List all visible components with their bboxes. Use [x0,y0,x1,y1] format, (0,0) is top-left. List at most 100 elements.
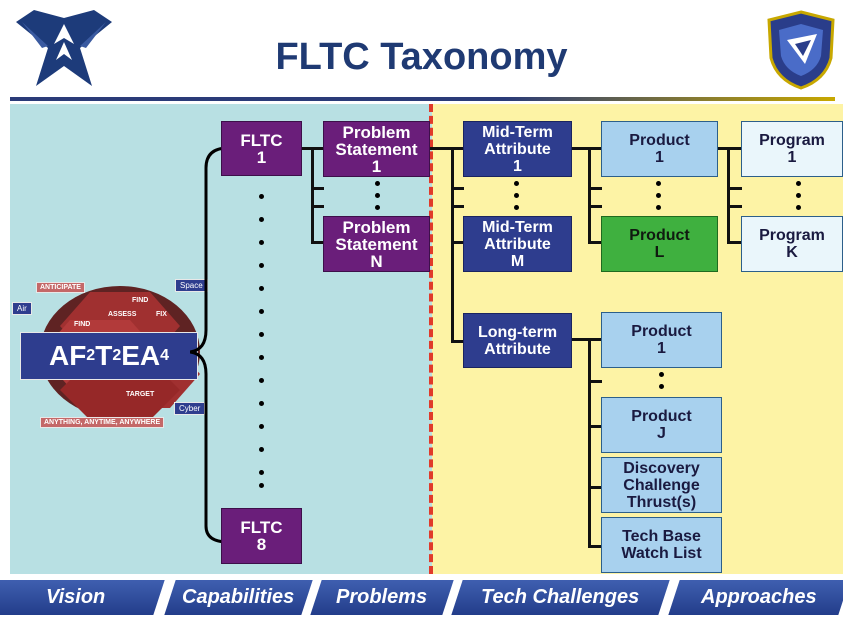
air-tag: Air [12,302,32,315]
product-1-line2: 1 [655,149,664,166]
connector [588,147,591,244]
tab-problems-label: Problems [336,586,428,608]
tab-vision-label: Vision [45,586,106,608]
anticipate-tag: ANTICIPATE [36,282,85,293]
tab-tech-challenges[interactable]: Tech Challenges [451,580,670,615]
assess-label: ASSESS [108,311,137,318]
acronym-sup2: 2 [112,347,122,364]
connector [727,241,742,244]
connector [572,147,602,150]
problem-n-line1: Problem [342,217,411,237]
program-k-line2: K [786,244,798,261]
product-1: Product 1 [601,121,718,177]
long-product-1-line1: Product [631,323,692,340]
mid-m-line1: Mid-Term [482,218,553,236]
discovery-line3: Thrust(s) [626,493,697,511]
long-product-1-line2: 1 [657,340,666,357]
fltc-8-line1: FLTC [240,518,283,537]
acronym-sup1: 2 [86,347,96,364]
connector [451,187,464,190]
air-force-symbol-icon [14,8,114,88]
connector [451,147,454,342]
space-tag: Space [175,279,208,292]
discovery-line2: Challenge [623,476,700,494]
fltc-1-line2: 1 [256,147,267,167]
find-left-label: FIND [74,321,91,328]
problem-n-line3: N [370,251,383,271]
target-label: TARGET [126,391,155,398]
connector [588,241,602,244]
mission-emblem: ANTICIPATE Space Air FIND ASSESS FIX FIN… [10,270,225,440]
tab-vision[interactable]: Vision [0,580,165,615]
connector [727,205,742,208]
connector [727,187,742,190]
discovery-challenge-thrusts: Discovery Challenge Thrust(s) [601,457,722,513]
long-line2: Attribute [484,340,551,358]
connector [451,241,464,244]
tab-approaches-label: Approaches [701,586,817,608]
acronym-t: T [95,340,113,371]
find-top-label: FIND [132,297,149,304]
product-l-line1: Product [629,227,690,244]
acronym-af: AF [48,340,87,371]
page-title: FLTC Taxonomy [275,36,568,78]
connector [451,205,464,208]
connector [588,205,602,208]
tab-approaches[interactable]: Approaches [668,580,843,615]
anything-anytime-tag: ANYTHING, ANYTIME, ANYWHERE [40,417,165,428]
connector [727,147,730,244]
connector [430,147,464,150]
long-product-j: Product J [601,397,722,453]
long-line1: Long-term [477,323,558,341]
product-l-line2: L [654,244,665,261]
mid-m-line3: M [510,252,525,270]
problem-statement-n: Problem Statement N [323,216,430,272]
divider-line [429,104,433,574]
program-k-line1: Program [759,227,825,244]
techbase-line1: Tech Base [622,528,701,545]
problem-1-line2: Statement [335,139,418,159]
mid-1-line1: Mid-Term [482,123,553,141]
fltc-brace [190,146,229,544]
mid-1-line3: 1 [513,157,522,175]
connector [311,205,324,208]
header-rule [10,97,835,101]
mid-term-attribute-1: Mid-Term Attribute 1 [463,121,572,177]
long-product-j-line1: Product [631,408,692,425]
problem-1-line3: 1 [371,156,382,176]
acronym-sup3: 4 [160,347,170,364]
problem-n-line2: Statement [335,234,418,254]
program-1: Program 1 [741,121,843,177]
tab-problems[interactable]: Problems [310,580,454,615]
program-k: Program K [741,216,843,272]
mid-term-attribute-m: Mid-Term Attribute M [463,216,572,272]
connector [588,545,602,548]
research-lab-shield-icon [765,10,837,90]
discovery-line1: Discovery [623,459,700,477]
fltc-box-1: FLTC 1 [221,121,302,176]
fltc-1-line1: FLTC [240,130,283,150]
connector [588,338,591,548]
mid-m-line2: Attribute [484,235,551,253]
tab-capabilities-label: Capabilities [182,586,295,608]
product-l: Product L [601,216,718,272]
program-1-line1: Program [759,132,825,149]
connector [572,338,602,341]
connector [588,187,602,190]
connector [311,147,314,244]
tab-tech-challenges-label: Tech Challenges [481,586,640,608]
problem-statement-1: Problem Statement 1 [323,121,430,177]
problem-1-line1: Problem [342,122,411,142]
tech-base-watch-list: Tech Base Watch List [601,517,722,573]
connector [311,187,324,190]
techbase-line2: Watch List [621,545,702,562]
connector [588,486,602,489]
product-1-line1: Product [629,132,690,149]
connector [311,241,324,244]
tab-capabilities[interactable]: Capabilities [164,580,313,615]
long-term-attribute: Long-term Attribute [463,313,572,368]
fltc-8-line2: 8 [256,535,267,554]
connector [718,147,742,150]
connector [588,380,602,383]
